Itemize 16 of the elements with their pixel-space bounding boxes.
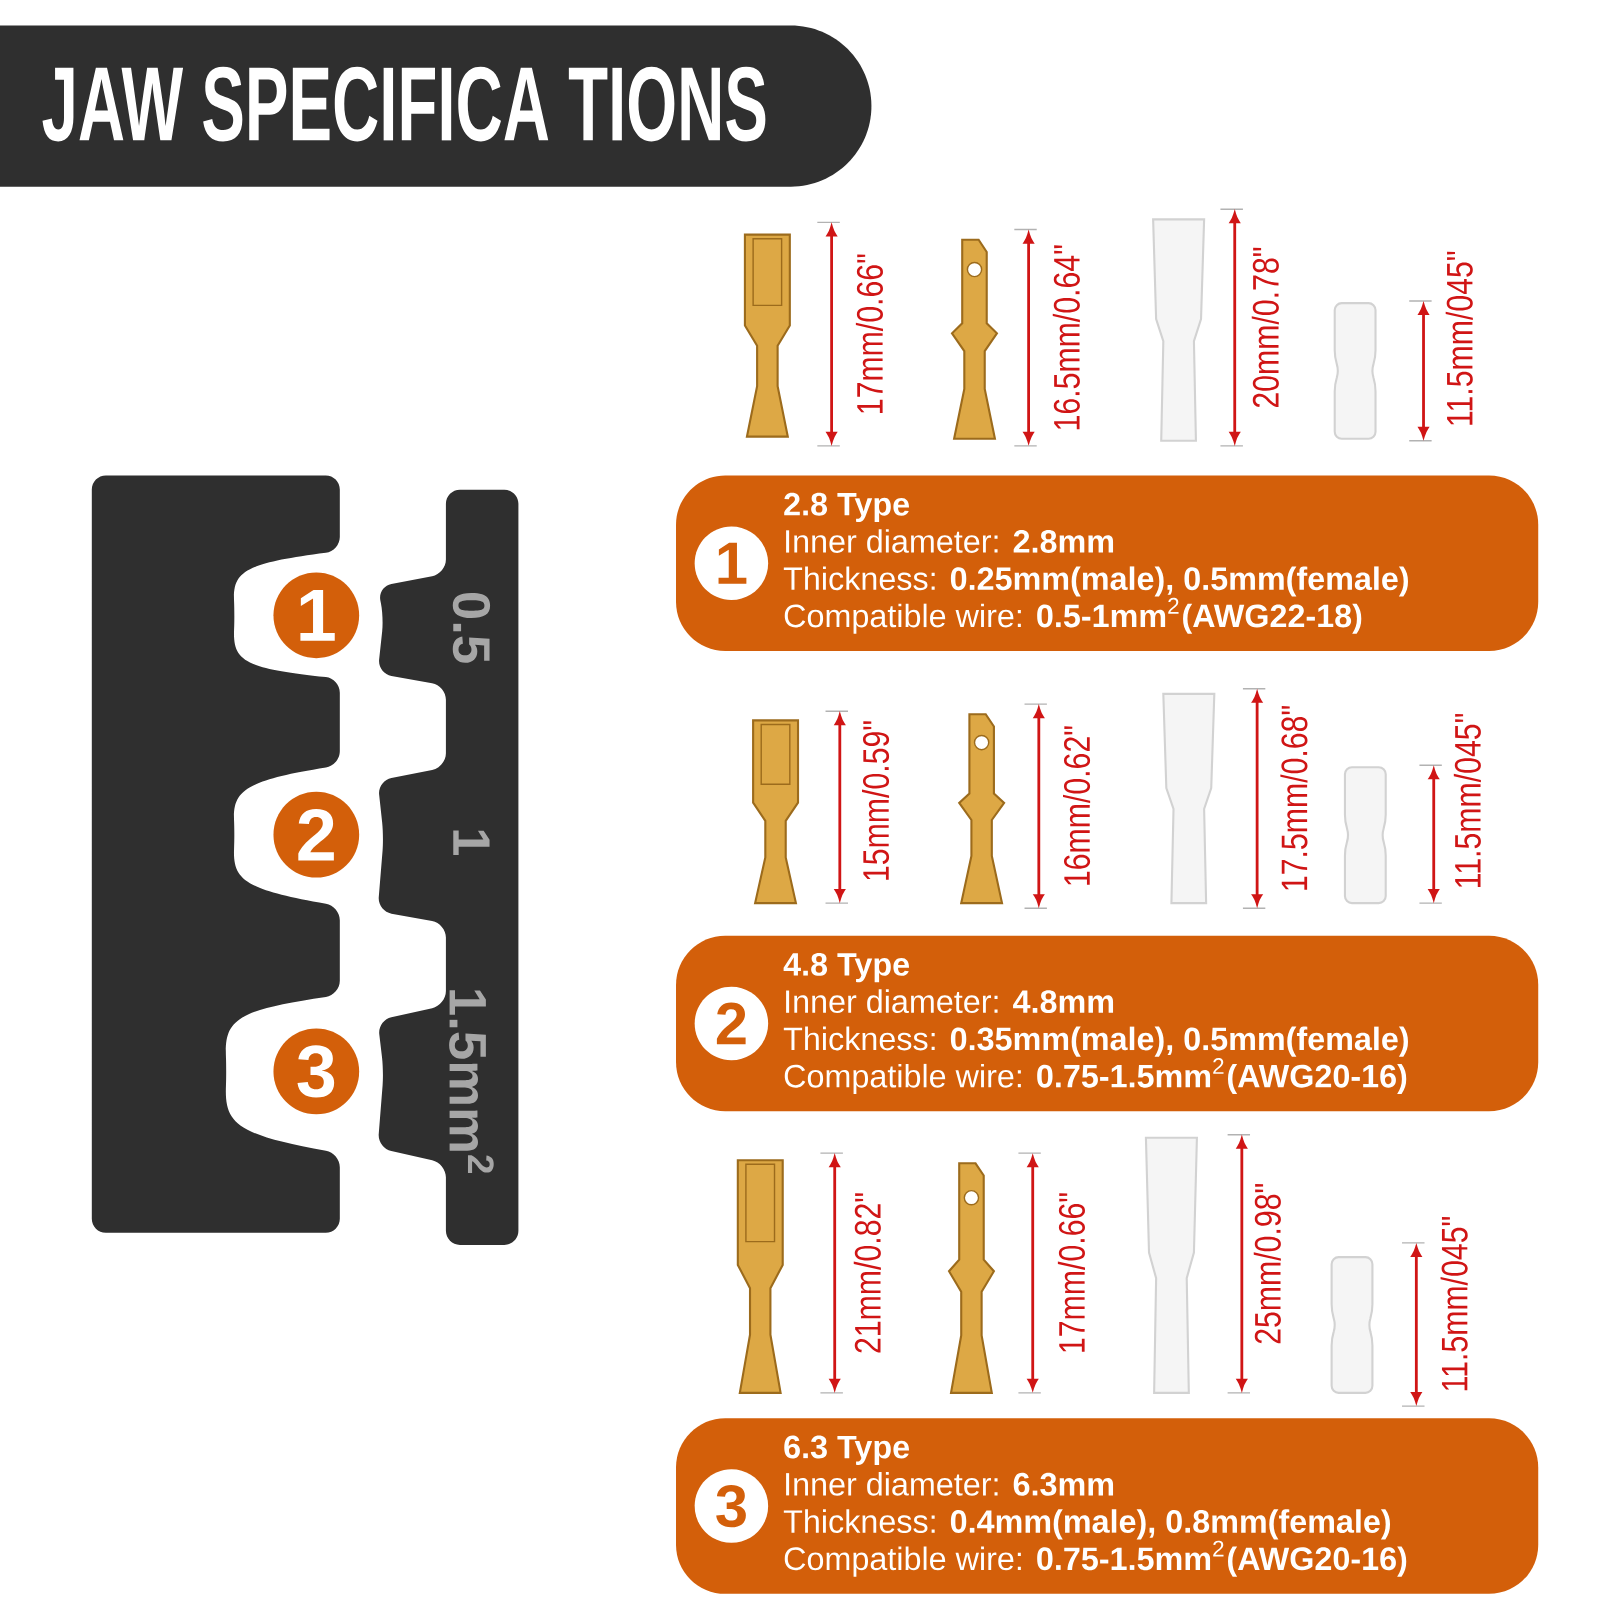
title-banner: JAW SPECIFICA TIONS	[0, 25, 872, 187]
die-marking: 1	[453, 830, 490, 855]
dimension-label: 11.5mm/045"	[1440, 1217, 1468, 1391]
dimension-label: 15mm/0.59"	[861, 721, 890, 880]
dimension-label: 17mm/0.66"	[1057, 1193, 1085, 1352]
dimension-label: 21mm/0.82"	[853, 1193, 881, 1353]
dimension-label: 25mm/0.98"	[1253, 1184, 1281, 1344]
die-marking: 0.5	[452, 593, 491, 663]
dimension-label: 20mm/0.78"	[1251, 247, 1279, 408]
dimension-label: 17.5mm/0.68"	[1280, 706, 1308, 890]
dimension-label: 11.5mm/045"	[1453, 713, 1481, 887]
dimension-label: 17mm/0.66"	[855, 254, 883, 413]
die-marking: 1.5mm$^{2}$	[449, 990, 494, 1173]
dimension-label: 16.5mm/0.64"	[1052, 245, 1080, 430]
dimension-label: 11.5mm/045"	[1445, 251, 1473, 425]
dimension-label: 16mm/0.62"	[1063, 726, 1091, 885]
